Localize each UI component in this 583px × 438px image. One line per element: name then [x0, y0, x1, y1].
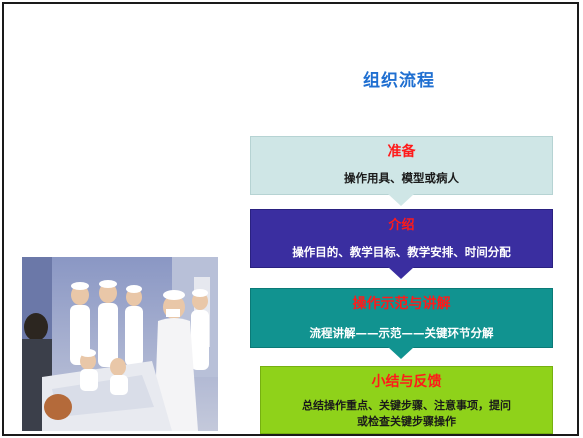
- step-introduce: 介绍 操作目的、教学目标、教学安排、时间分配: [250, 209, 553, 268]
- step-demonstrate-header: 操作示范与讲解: [352, 296, 451, 312]
- step-demonstrate: 操作示范与讲解 流程讲解——示范——关键环节分解: [250, 288, 553, 348]
- page-title: 组织流程: [363, 71, 435, 91]
- flow-arrow-2: [388, 267, 414, 279]
- step-introduce-header: 介绍: [388, 218, 415, 233]
- step-summary-body-line2: 或检查关键步骤操作: [357, 415, 456, 428]
- flow-arrow-3: [388, 347, 414, 359]
- step-prepare: 准备 操作用具、模型或病人: [250, 136, 553, 195]
- step-prepare-header: 准备: [387, 144, 416, 160]
- flow-arrow-1: [388, 194, 414, 206]
- step-prepare-body: 操作用具、模型或病人: [344, 171, 459, 185]
- nurses-photo-illustration: [22, 257, 218, 431]
- step-introduce-body: 操作目的、教学目标、教学安排、时间分配: [292, 245, 511, 259]
- demonstration-photo: [22, 257, 218, 431]
- step-summary: 小结与反馈 总结操作重点、关键步骤、注意事项，提问 或检查关键步骤操作: [260, 366, 553, 434]
- step-summary-body-line1: 总结操作重点、关键步骤、注意事项，提问: [302, 399, 511, 412]
- step-demonstrate-body: 流程讲解——示范——关键环节分解: [309, 326, 494, 340]
- step-summary-header: 小结与反馈: [371, 374, 442, 390]
